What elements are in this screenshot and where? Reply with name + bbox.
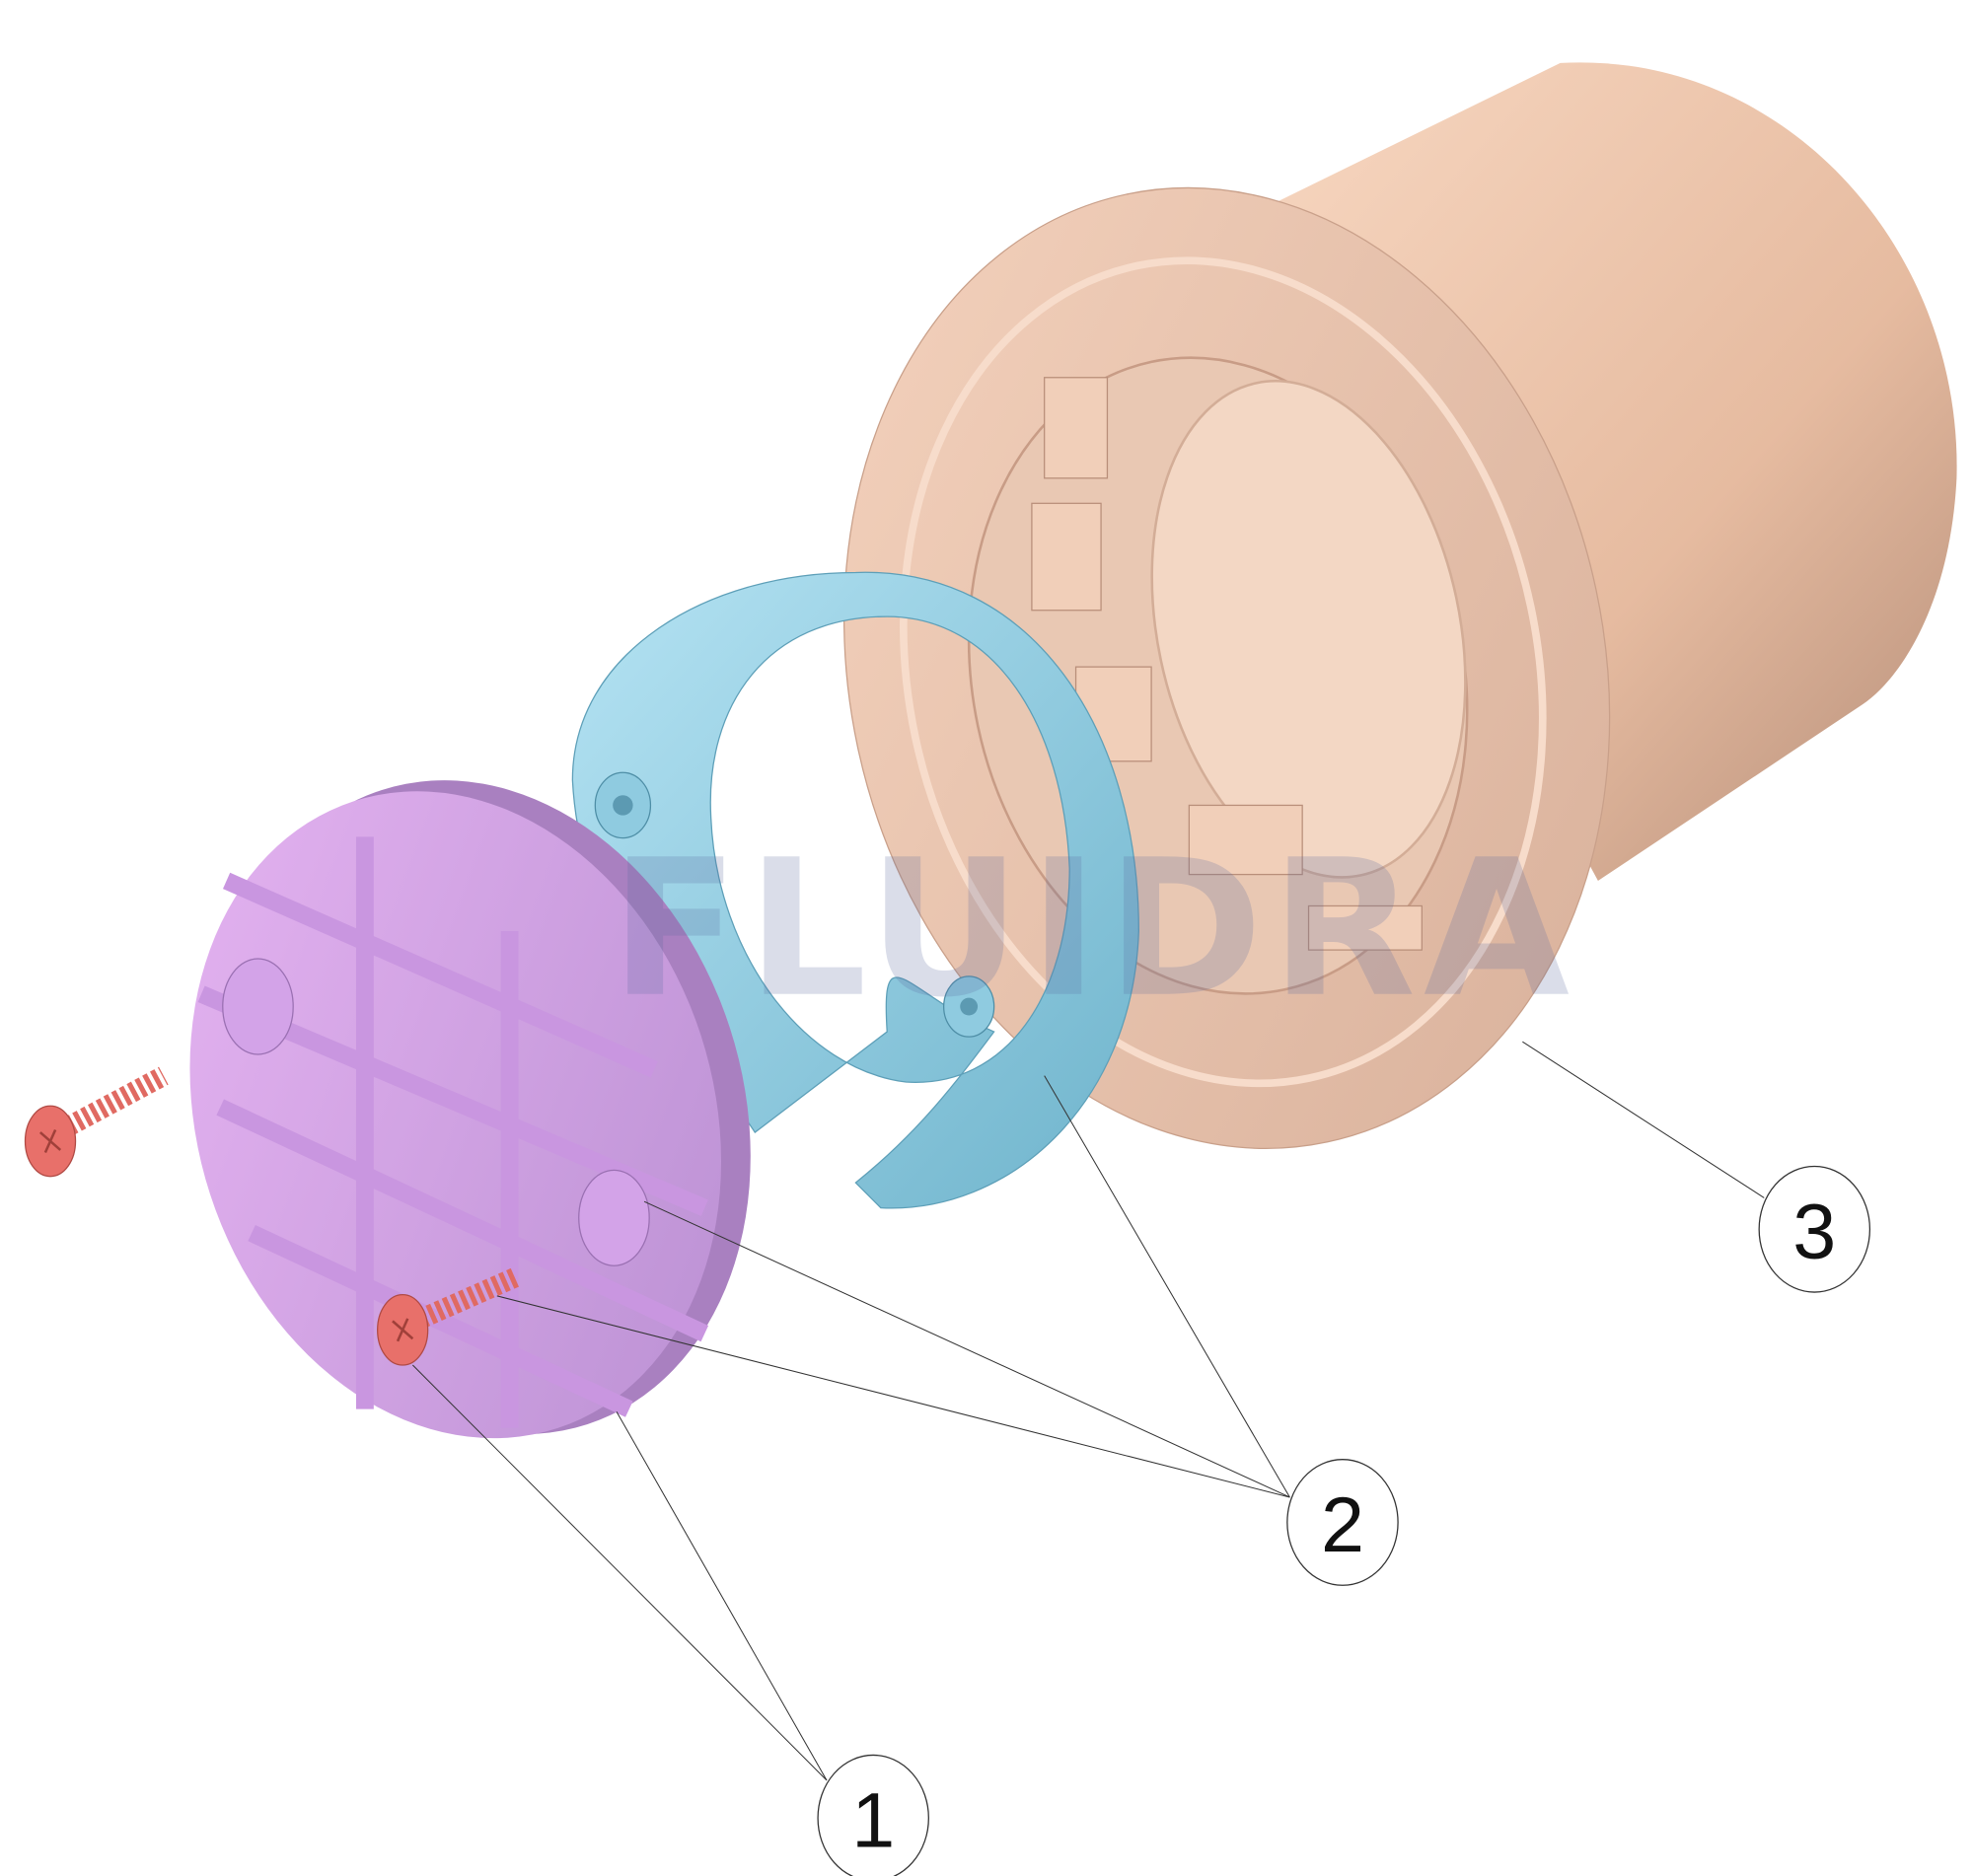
grille-screw-hole [578,1169,650,1266]
leader-lines [412,1041,1765,1781]
watermark-logo: FLUIDRA [611,820,1577,1040]
screw [24,1066,169,1178]
callout-3: 3 [1758,1165,1871,1293]
housing-tab [1031,502,1102,612]
grille-screw-hole [222,958,294,1055]
housing-inner-bore [1150,380,1467,879]
housing-part [843,62,1957,1149]
svg-text:2: 2 [1321,1480,1364,1568]
svg-text:1: 1 [851,1776,895,1864]
svg-text:3: 3 [1792,1188,1836,1275]
housing-cylinder [1239,62,1957,881]
screw [377,1267,521,1366]
callout-2: 2 [1286,1459,1399,1586]
housing-tab [1188,804,1303,876]
ring-boss-hole [960,997,979,1016]
housing-tab [1044,377,1109,479]
ring-boss-hole [613,795,633,816]
grille-cover-part [189,780,751,1439]
housing-tab [1307,904,1423,951]
housing-flange-inner-rim [900,256,1547,1088]
callout-1: 1 [817,1754,929,1876]
